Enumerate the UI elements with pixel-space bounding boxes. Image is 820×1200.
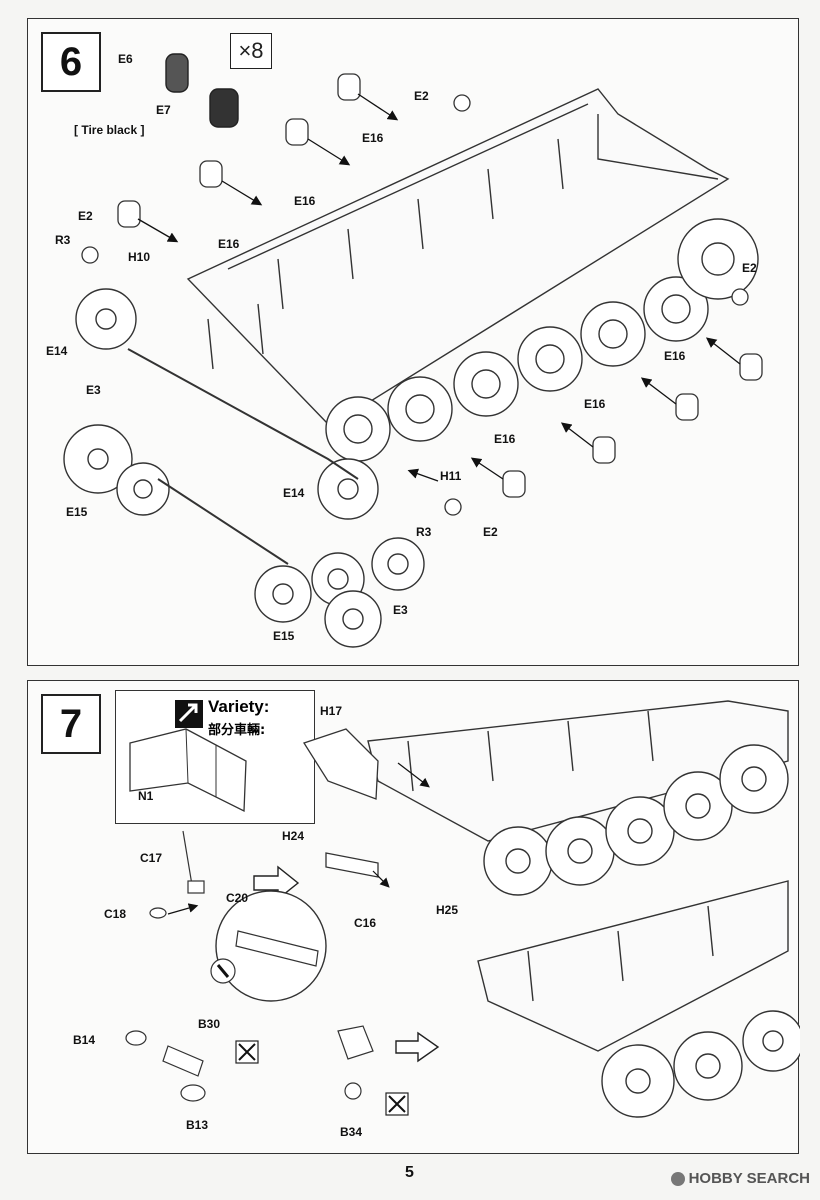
assembly-arrows — [137, 93, 741, 482]
part-label-e16: E16 — [218, 237, 240, 251]
part-label-h24: H24 — [282, 829, 305, 843]
lower-hull — [477, 880, 789, 1052]
variety-title: Variety: — [208, 697, 270, 716]
fender-part-n1-drawing — [129, 728, 247, 813]
part-label-h25: H25 — [436, 903, 459, 917]
part-label-b34: B34 — [340, 1125, 363, 1139]
watermark: HOBBY SEARCH — [670, 1170, 810, 1187]
part-label-e3: E3 — [393, 603, 408, 617]
hollow-arrow — [395, 1031, 440, 1063]
upper-hull — [367, 700, 789, 842]
step-7-panel: 7 Variety: 部分車輛: N1 — [27, 680, 800, 1154]
part-label-e16: E16 — [494, 432, 516, 446]
part-label-c17: C17 — [140, 851, 163, 865]
step-6-assembly-drawing — [63, 53, 763, 648]
part-label-e14: E14 — [283, 486, 305, 500]
part-label-h10: H10 — [128, 250, 151, 264]
variety-subtitle: 部分車輛: — [208, 723, 266, 738]
tire-black-note: [ Tire black ] — [74, 123, 145, 137]
no-glue-icon — [385, 1092, 409, 1116]
part-label-b13: B13 — [186, 1118, 209, 1132]
part-label-r3: R3 — [55, 233, 71, 247]
part-label-e16: E16 — [294, 194, 316, 208]
part-label-e3: E3 — [86, 383, 101, 397]
part-label-e2: E2 — [742, 261, 757, 275]
watermark-text: HOBBY SEARCH — [688, 1170, 810, 1187]
part-label-h11: H11 — [440, 469, 462, 483]
bracket-c16 — [325, 852, 379, 878]
part-label-n1: N1 — [138, 789, 154, 803]
part-label-e15: E15 — [66, 505, 88, 519]
part-label-e2: E2 — [78, 209, 93, 223]
part-label-c18: C18 — [104, 907, 127, 921]
road-wheels — [311, 218, 759, 606]
part-label-r3: R3 — [416, 525, 432, 539]
part-label-b30: B30 — [198, 1017, 221, 1031]
part-label-b14: B14 — [73, 1033, 96, 1047]
variety-icon — [175, 700, 203, 728]
part-label-e2: E2 — [414, 89, 429, 103]
part-label-c16: C16 — [354, 916, 377, 930]
no-glue-icon — [235, 1040, 259, 1064]
step-6-panel: 6 ×8 — [27, 18, 799, 666]
step-number: 6 — [41, 32, 101, 92]
part-label-e7: E7 — [156, 103, 171, 117]
step-7-assembly-drawing — [125, 700, 800, 1118]
part-label-e15: E15 — [273, 629, 295, 643]
part-label-e16: E16 — [584, 397, 606, 411]
watermark-logo-icon — [670, 1171, 685, 1186]
part-label-e16: E16 — [664, 349, 686, 363]
hollow-arrow — [253, 865, 300, 901]
quantity-multiplier: ×8 — [230, 33, 272, 69]
variety-callout: Variety: 部分車輛: N1 — [115, 690, 315, 824]
step-number: 7 — [41, 694, 101, 754]
upper-wheels — [483, 744, 789, 896]
mudguard-h17 — [303, 728, 379, 800]
part-label-e2: E2 — [483, 525, 498, 539]
page-number: 5 — [405, 1164, 414, 1181]
assembly-arrows — [167, 762, 430, 915]
hull-outline — [186, 88, 730, 425]
wheel-halves — [81, 73, 763, 516]
part-label-e14: E14 — [46, 344, 68, 358]
part-label-e16: E16 — [362, 131, 384, 145]
part-label-c20: C20 — [226, 891, 249, 905]
part-b34 — [337, 1025, 374, 1100]
parts-b14-b30-b13 — [125, 1030, 206, 1102]
tire-parts — [165, 53, 239, 128]
small-parts-c17-c20-c18 — [149, 830, 205, 919]
part-label-e6: E6 — [118, 52, 133, 66]
part-label-h17: H17 — [320, 704, 343, 718]
lower-wheels — [601, 1010, 800, 1118]
idler-sprocket-wheels — [63, 288, 382, 648]
